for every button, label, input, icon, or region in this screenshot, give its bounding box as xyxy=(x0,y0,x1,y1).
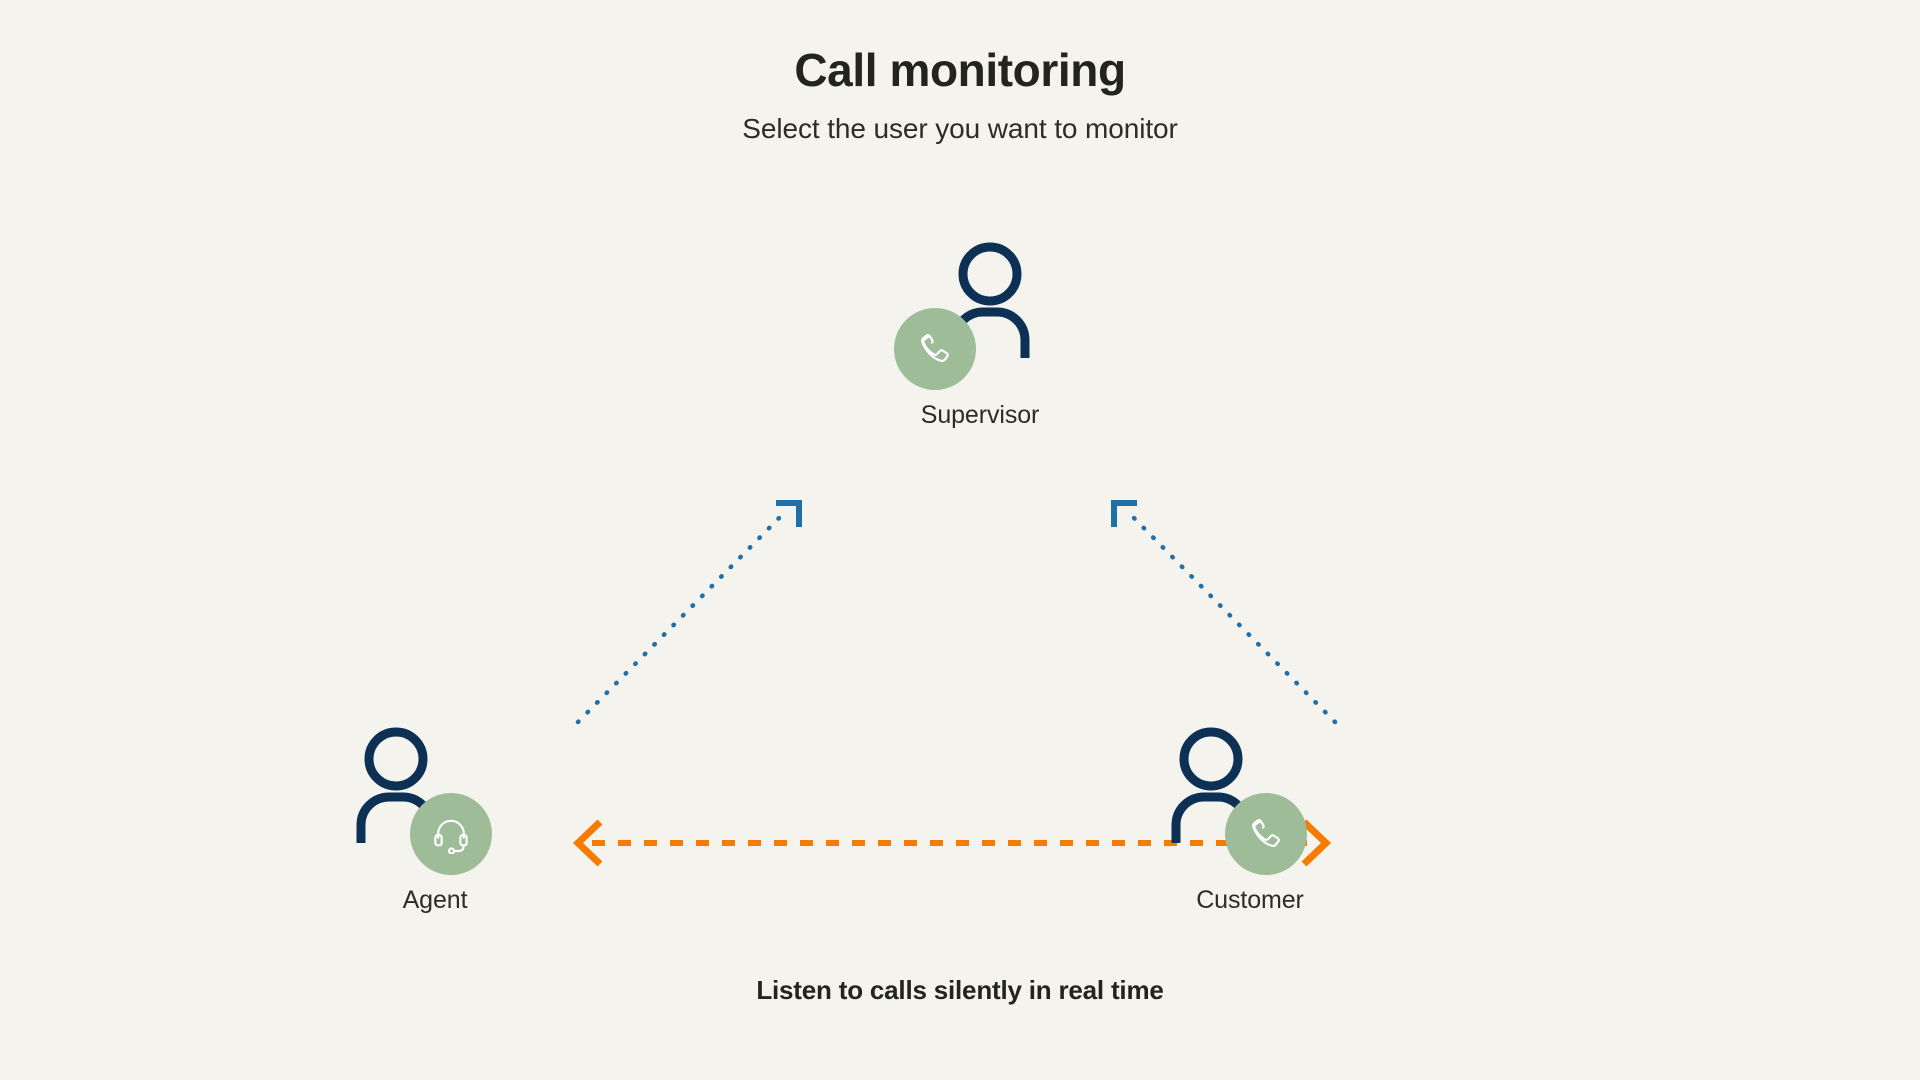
supervisor-badge xyxy=(894,308,976,390)
node-customer[interactable]: Customer xyxy=(1115,725,1415,915)
phone-icon xyxy=(921,334,949,362)
node-supervisor-label: Supervisor xyxy=(920,401,1040,429)
node-supervisor[interactable]: Supervisor xyxy=(810,240,1110,430)
header: Call monitoring Select the user you want… xyxy=(0,44,1920,145)
node-agent[interactable]: Agent xyxy=(300,725,600,915)
node-supervisor-figure xyxy=(810,240,1110,390)
node-agent-figure xyxy=(300,725,600,875)
arrow-customer-to-supervisor xyxy=(1111,500,1338,725)
node-agent-label: Agent xyxy=(402,886,468,914)
customer-badge xyxy=(1225,793,1307,875)
phone-icon xyxy=(1252,819,1280,847)
node-customer-label: Customer xyxy=(1196,886,1304,914)
headset-icon xyxy=(434,819,468,854)
page-subtitle: Select the user you want to monitor xyxy=(742,112,1178,144)
footer-caption: Listen to calls silently in real time xyxy=(756,975,1164,1005)
agent-badge xyxy=(410,793,492,875)
page-title: Call monitoring xyxy=(794,44,1126,96)
node-customer-figure xyxy=(1115,725,1415,875)
arrow-agent-to-supervisor xyxy=(575,500,802,725)
